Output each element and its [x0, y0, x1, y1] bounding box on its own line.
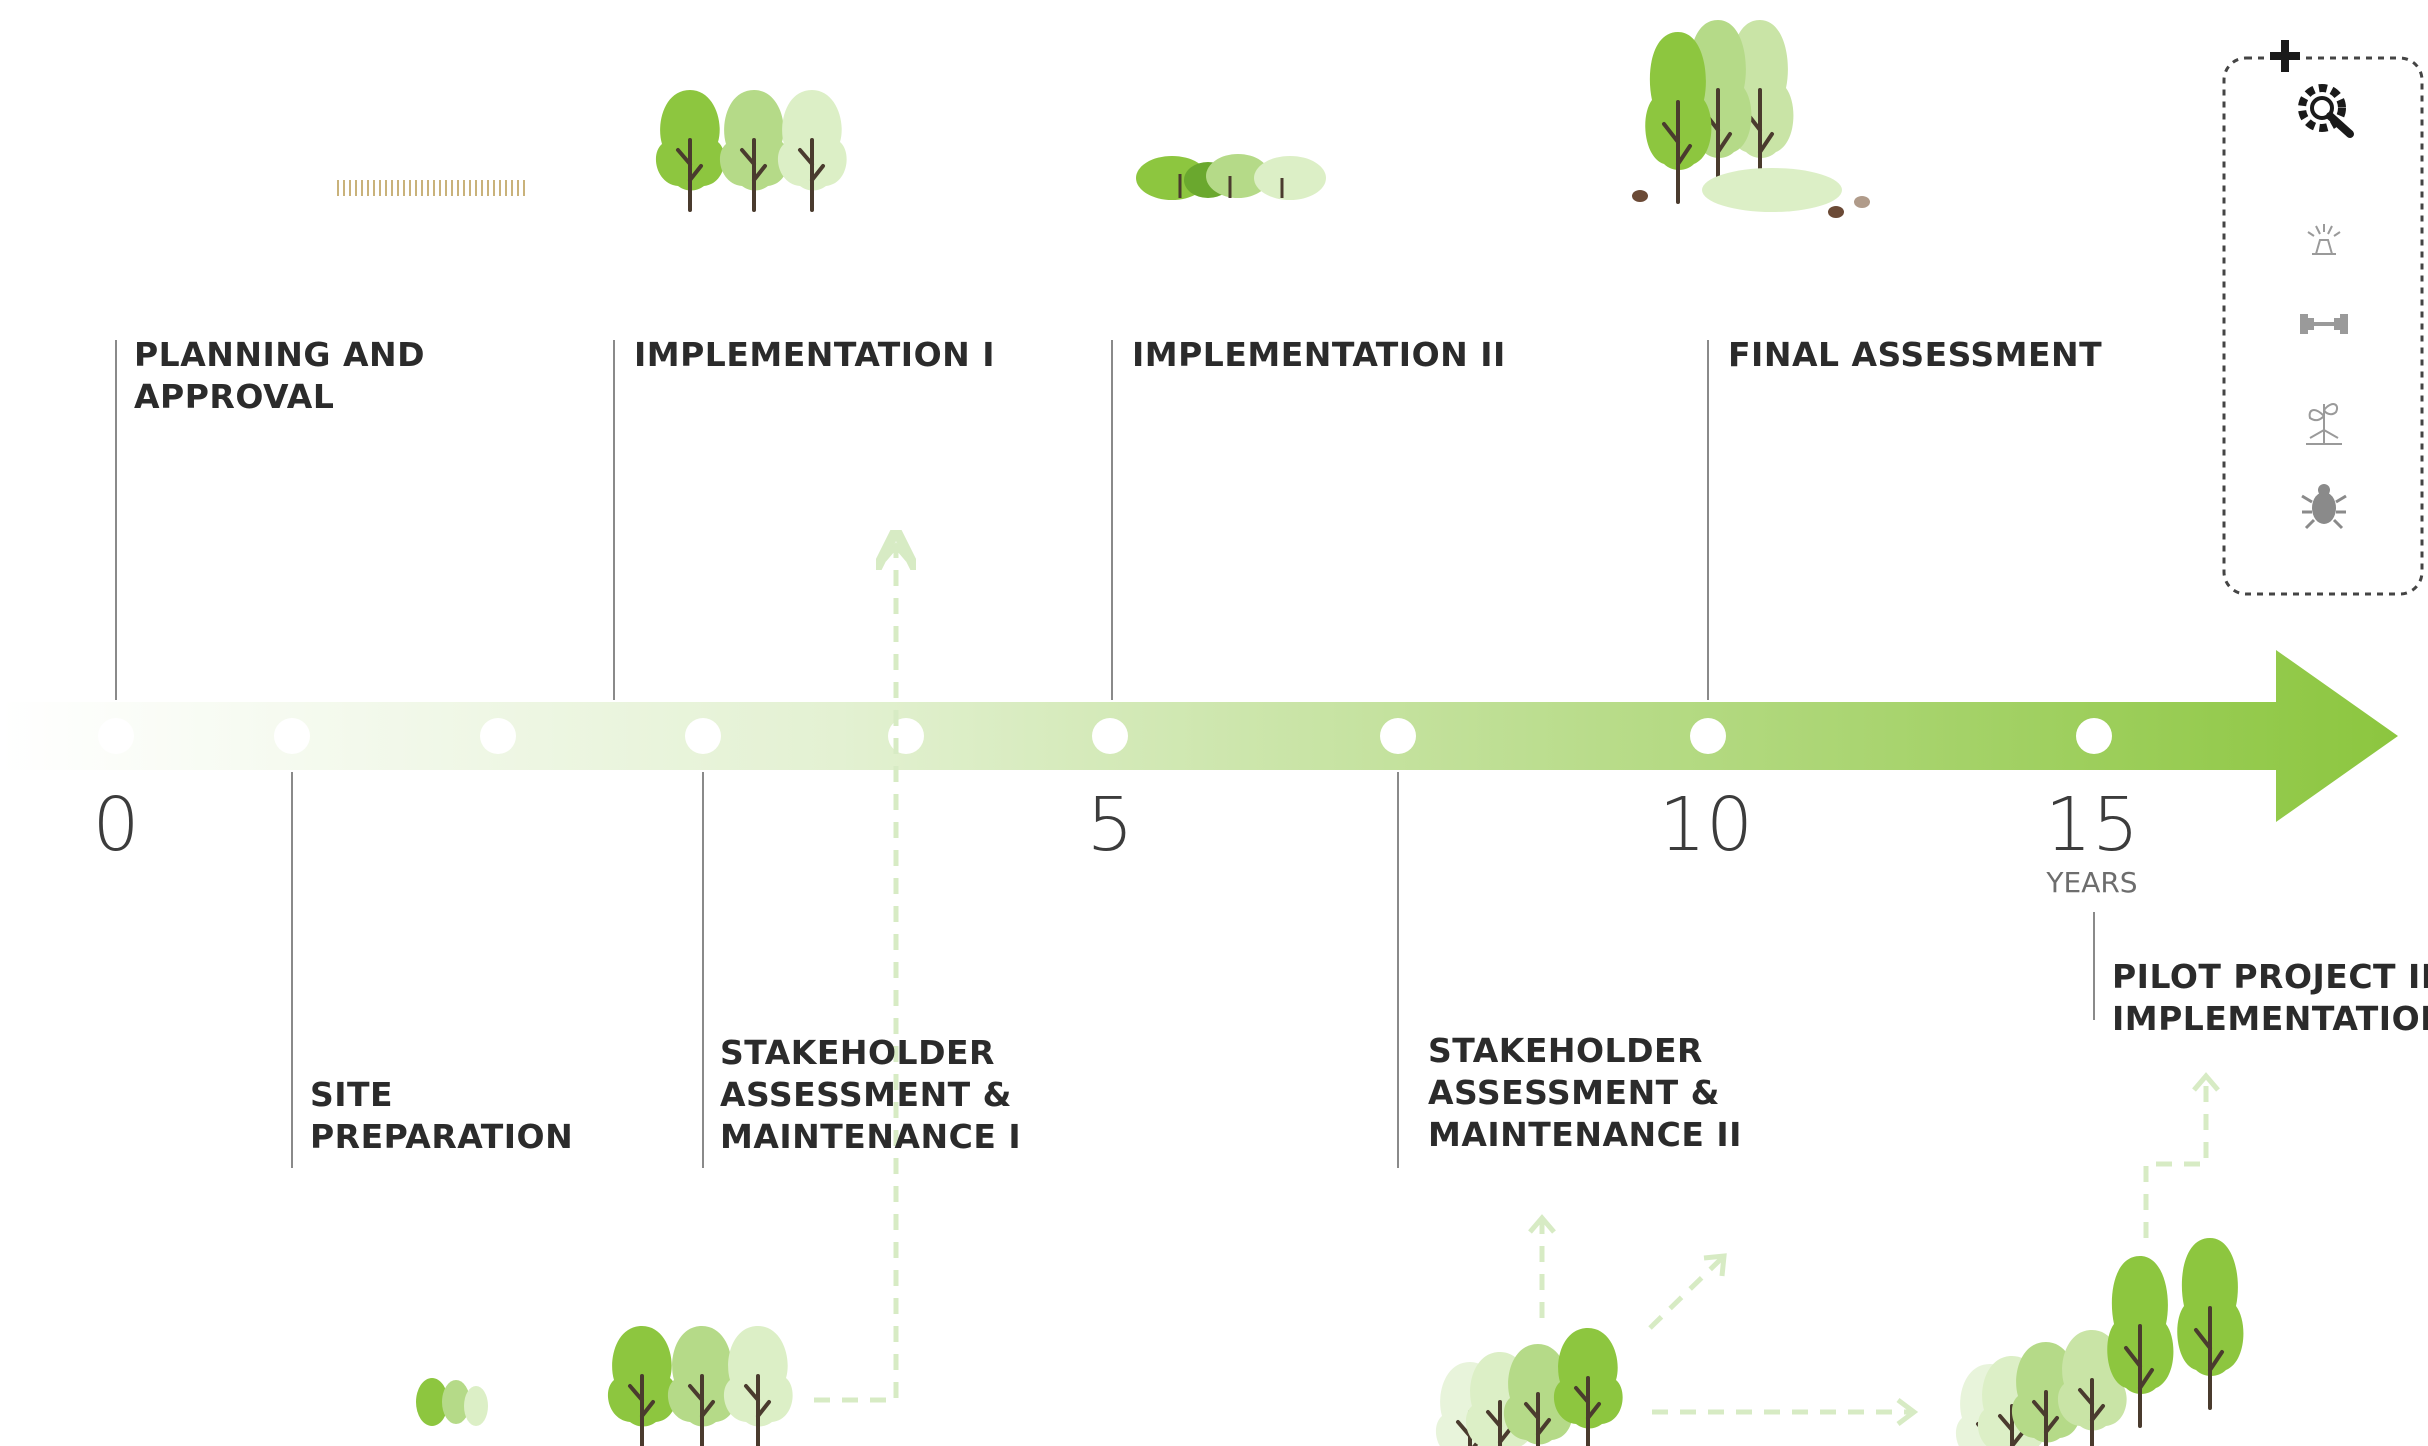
- axis-tick-label: 0: [92, 782, 140, 868]
- milestone-label-planning: PLANNING AND APPROVAL: [134, 335, 426, 416]
- dashed-arrow: [814, 550, 896, 1403]
- sprinkler-icon: [2307, 224, 2341, 255]
- timeline-dot: [480, 718, 516, 754]
- timeline-arrow: [0, 650, 2398, 822]
- timeline-dot: [685, 718, 721, 754]
- milestone-label-stakeholder-2: STAKEHOLDER ASSESSMENT & MAINTENANCE II: [1428, 1031, 1742, 1154]
- legend-box: [2222, 56, 2424, 596]
- timeline-dot: [1690, 718, 1726, 754]
- milestone-label-stakeholder-1: STAKEHOLDER ASSESSMENT & MAINTENANCE I: [720, 1033, 1022, 1156]
- tree-group-icon: [605, 1324, 795, 1446]
- timeline-dot: [888, 718, 924, 754]
- dumbbell-icon: [2300, 314, 2348, 334]
- sapling-group-icon: [416, 1378, 488, 1426]
- beetle-icon: [2301, 484, 2347, 530]
- arrow-head: [882, 542, 910, 562]
- arrow-head: [1896, 1398, 1919, 1426]
- arrow-head: [1703, 1253, 1727, 1277]
- add-icon: [2270, 40, 2300, 72]
- dashed-arrow: [2143, 1078, 2209, 1238]
- milestone-label-implementation-2: IMPLEMENTATION II: [1132, 335, 1506, 374]
- timeline-dot: [2076, 718, 2112, 754]
- timeline-dot: [274, 718, 310, 754]
- arrow-head: [1528, 1214, 1556, 1234]
- axis-tick-label: 10: [1658, 782, 1754, 868]
- dashed-arrow: [1648, 1256, 1724, 1330]
- axis-tick-label: 5: [1086, 782, 1134, 868]
- forest-icon: [1953, 1236, 2246, 1446]
- milestone-label-site-preparation: SITE PREPARATION: [310, 1075, 574, 1156]
- shrub-group-icon: [1136, 154, 1326, 200]
- milestone-label-implementation-1: IMPLEMENTATION I: [634, 335, 996, 374]
- tree-group-icon: [1433, 1326, 1625, 1446]
- gear-icon: [2298, 84, 2354, 138]
- milestone-label-pilot-project: PILOT PROJECT II IMPLEMENTATION: [2112, 957, 2428, 1038]
- timeline-dot: [1380, 718, 1416, 754]
- arrow-head: [2192, 1072, 2220, 1092]
- timeline-dot: [98, 718, 134, 754]
- milestone-label-final-assessment: FINAL ASSESSMENT: [1728, 335, 2103, 374]
- wheat-icon: [337, 180, 525, 196]
- tree-group-icon: [653, 88, 849, 212]
- seedling-icon: [2306, 403, 2342, 445]
- forest-icon: [1632, 18, 1870, 218]
- axis-tick-label: 15: [2044, 782, 2140, 868]
- axis-unit-label: YEARS: [2046, 866, 2138, 899]
- timeline-dot: [1092, 718, 1128, 754]
